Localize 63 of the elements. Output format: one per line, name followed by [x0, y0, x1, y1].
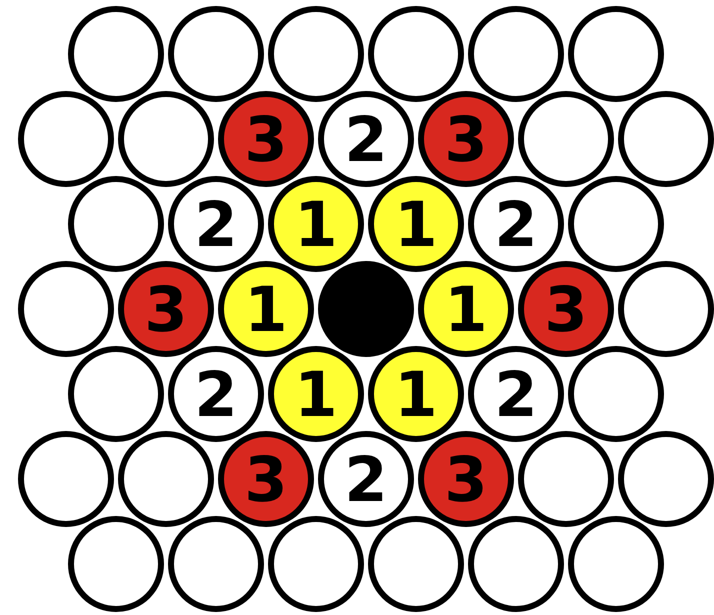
number-label: 3 — [444, 443, 488, 516]
circle — [268, 516, 364, 612]
circle — [218, 261, 314, 357]
circle — [18, 91, 114, 187]
circle — [618, 91, 714, 187]
circle — [68, 516, 164, 612]
circle — [268, 176, 364, 272]
circle — [168, 516, 264, 612]
circle — [218, 91, 314, 187]
circle — [518, 91, 614, 187]
circle — [418, 431, 514, 527]
circle — [218, 431, 314, 527]
circle — [68, 176, 164, 272]
number-label: 1 — [244, 273, 288, 346]
circle — [368, 516, 464, 612]
number-label: 2 — [194, 358, 238, 431]
number-label: 2 — [344, 443, 388, 516]
number-label: 2 — [194, 188, 238, 261]
circle — [568, 346, 664, 442]
circle — [318, 261, 414, 357]
circle — [568, 6, 664, 102]
circle — [618, 431, 714, 527]
circle — [618, 261, 714, 357]
number-label: 1 — [394, 188, 438, 261]
circle — [268, 346, 364, 442]
circle — [268, 6, 364, 102]
number-label: 3 — [244, 443, 288, 516]
circle — [68, 6, 164, 102]
circle — [418, 91, 514, 187]
circle — [318, 91, 414, 187]
number-label: 1 — [294, 358, 338, 431]
circle — [368, 176, 464, 272]
circle — [18, 431, 114, 527]
circle — [68, 346, 164, 442]
circle — [168, 346, 264, 442]
circle — [168, 176, 264, 272]
circle — [518, 431, 614, 527]
circle — [118, 431, 214, 527]
number-label: 1 — [394, 358, 438, 431]
circle — [568, 176, 664, 272]
circle — [468, 6, 564, 102]
circle — [468, 176, 564, 272]
circle — [368, 346, 464, 442]
circle — [518, 261, 614, 357]
circle — [118, 261, 214, 357]
circle — [168, 6, 264, 102]
number-label: 3 — [244, 103, 288, 176]
number-label: 3 — [144, 273, 188, 346]
circle — [118, 91, 214, 187]
circle — [468, 516, 564, 612]
circle — [18, 261, 114, 357]
number-label: 3 — [444, 103, 488, 176]
circle — [318, 431, 414, 527]
number-label: 3 — [544, 273, 588, 346]
number-label: 1 — [294, 188, 338, 261]
number-label: 1 — [444, 273, 488, 346]
circle — [368, 6, 464, 102]
circle — [568, 516, 664, 612]
number-label: 2 — [344, 103, 388, 176]
circle — [418, 261, 514, 357]
number-label: 2 — [494, 188, 538, 261]
number-label: 2 — [494, 358, 538, 431]
circle — [468, 346, 564, 442]
